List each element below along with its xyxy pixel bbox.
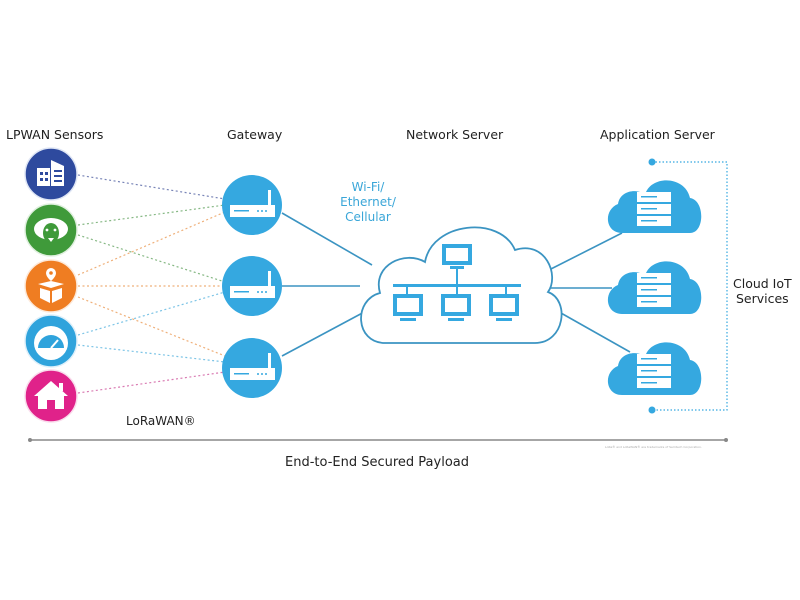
router-icon bbox=[230, 271, 275, 298]
bracket-endpoint-bottom bbox=[648, 406, 656, 414]
network-server-cloud[interactable] bbox=[360, 226, 563, 344]
house-icon bbox=[34, 381, 68, 409]
link-building-gw1 bbox=[77, 174, 226, 200]
gateway-header: Gateway bbox=[227, 127, 283, 142]
app-server-2[interactable] bbox=[607, 261, 702, 314]
link-gauge-gw3 bbox=[77, 344, 226, 363]
router-icon bbox=[230, 353, 275, 380]
server-cloud-icon bbox=[637, 192, 671, 226]
link-gauge-gw2 bbox=[77, 291, 226, 336]
sensor-asset-tracking[interactable] bbox=[24, 259, 78, 313]
cloud-services-line2: Services bbox=[735, 291, 789, 306]
trademark-note: LoRa® and LoRaWAN® are trademarks of Sem… bbox=[605, 445, 702, 449]
server-cloud-icon bbox=[637, 354, 671, 388]
lorawan-label: LoRaWAN® bbox=[126, 414, 196, 428]
sensor-building[interactable] bbox=[24, 147, 78, 201]
cloud-services-label: Cloud IoT Services bbox=[733, 276, 792, 306]
gauge-icon bbox=[34, 326, 68, 360]
app-server-3[interactable] bbox=[607, 342, 702, 395]
sensor-smart-home[interactable] bbox=[24, 369, 78, 423]
backhaul-gw1 bbox=[281, 212, 373, 266]
link-package-gw1 bbox=[77, 211, 226, 276]
ns-app1 bbox=[544, 232, 623, 273]
gateway-3[interactable] bbox=[222, 338, 282, 398]
link-package-gw3 bbox=[77, 296, 226, 357]
package-location-icon bbox=[38, 268, 64, 303]
building-icon bbox=[37, 160, 64, 186]
link-house-gw3 bbox=[77, 371, 226, 394]
application-server-header: Application Server bbox=[600, 127, 715, 142]
gateway-2[interactable] bbox=[222, 256, 282, 316]
sensors-header: LPWAN Sensors bbox=[6, 127, 104, 142]
backhaul-wifi: Wi-Fi/ bbox=[351, 180, 385, 194]
backhaul-gw3 bbox=[281, 309, 369, 357]
sensor-metering[interactable] bbox=[24, 314, 78, 368]
server-cloud-icon bbox=[637, 273, 671, 307]
app-server-1[interactable] bbox=[607, 180, 702, 233]
network-server-header: Network Server bbox=[406, 127, 504, 142]
gateway-1[interactable] bbox=[222, 175, 282, 235]
network-topology-icon bbox=[393, 244, 521, 321]
backhaul-label: Wi-Fi/ Ethernet/ Cellular bbox=[328, 180, 408, 225]
payload-label: End-to-End Secured Payload bbox=[285, 455, 469, 470]
end-to-end-arrow bbox=[28, 438, 728, 442]
cloud-services-bracket bbox=[648, 158, 728, 414]
sheep-icon bbox=[34, 218, 68, 243]
bracket-endpoint-top bbox=[648, 158, 656, 166]
backhaul-ethernet: Ethernet/ bbox=[340, 195, 396, 209]
backhaul-cellular: Cellular bbox=[345, 210, 391, 224]
link-sheep-gw2 bbox=[77, 234, 226, 283]
lora-links bbox=[77, 174, 226, 394]
cloud-services-line1: Cloud IoT bbox=[733, 276, 792, 291]
router-icon bbox=[230, 190, 275, 217]
sensor-livestock[interactable] bbox=[24, 203, 78, 257]
